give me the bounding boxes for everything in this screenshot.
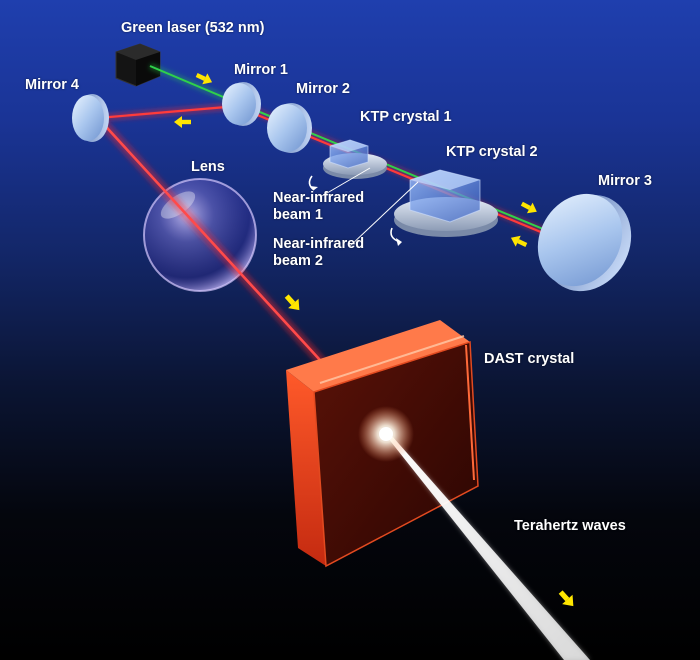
- label-lens: Lens: [191, 159, 225, 175]
- mirror-4: [72, 94, 109, 142]
- ktp-crystal-1: [308, 139, 387, 191]
- label-near-infrared-beam-1: Near-infrared beam 1: [273, 190, 364, 224]
- label-nir2-line2: beam 2: [273, 253, 323, 269]
- arrow-icon: [284, 294, 300, 311]
- label-nir2-line1: Near-infrared: [273, 236, 365, 252]
- label-nir1-line2: beam 1: [273, 207, 323, 223]
- arrow-icon: [520, 201, 537, 214]
- arrow-icon: [558, 590, 574, 607]
- arrow-icon: [195, 73, 213, 85]
- callout-lines: [321, 167, 419, 247]
- terahertz-beam: [380, 428, 590, 660]
- label-mirror-2: Mirror 2: [296, 81, 350, 97]
- label-terahertz-waves: Terahertz waves: [514, 518, 626, 534]
- mirror-3: [537, 193, 632, 292]
- label-green-laser: Green laser (532 nm): [121, 20, 265, 36]
- arrow-icon: [174, 116, 191, 128]
- label-mirror-4: Mirror 4: [25, 77, 79, 93]
- green-laser-source: [115, 43, 161, 87]
- arrow-icon: [510, 235, 528, 247]
- label-ktp-crystal-1: KTP crystal 1: [360, 109, 452, 125]
- red-beam-return: [97, 102, 239, 122]
- label-mirror-3: Mirror 3: [598, 173, 652, 189]
- flare-spot: [358, 406, 414, 462]
- mirror-2: [267, 103, 312, 153]
- mirror-1: [222, 82, 261, 126]
- label-ktp-crystal-2: KTP crystal 2: [446, 144, 538, 160]
- label-dast-crystal: DAST crystal: [484, 351, 575, 367]
- label-mirror-1: Mirror 1: [234, 62, 288, 78]
- label-nir1-line1: Near-infrared: [273, 190, 365, 206]
- ktp-crystal-2: [390, 169, 498, 246]
- label-near-infrared-beam-2: Near-infrared beam 2: [273, 236, 364, 270]
- green-beam: [148, 63, 237, 105]
- direction-arrows: [174, 73, 574, 607]
